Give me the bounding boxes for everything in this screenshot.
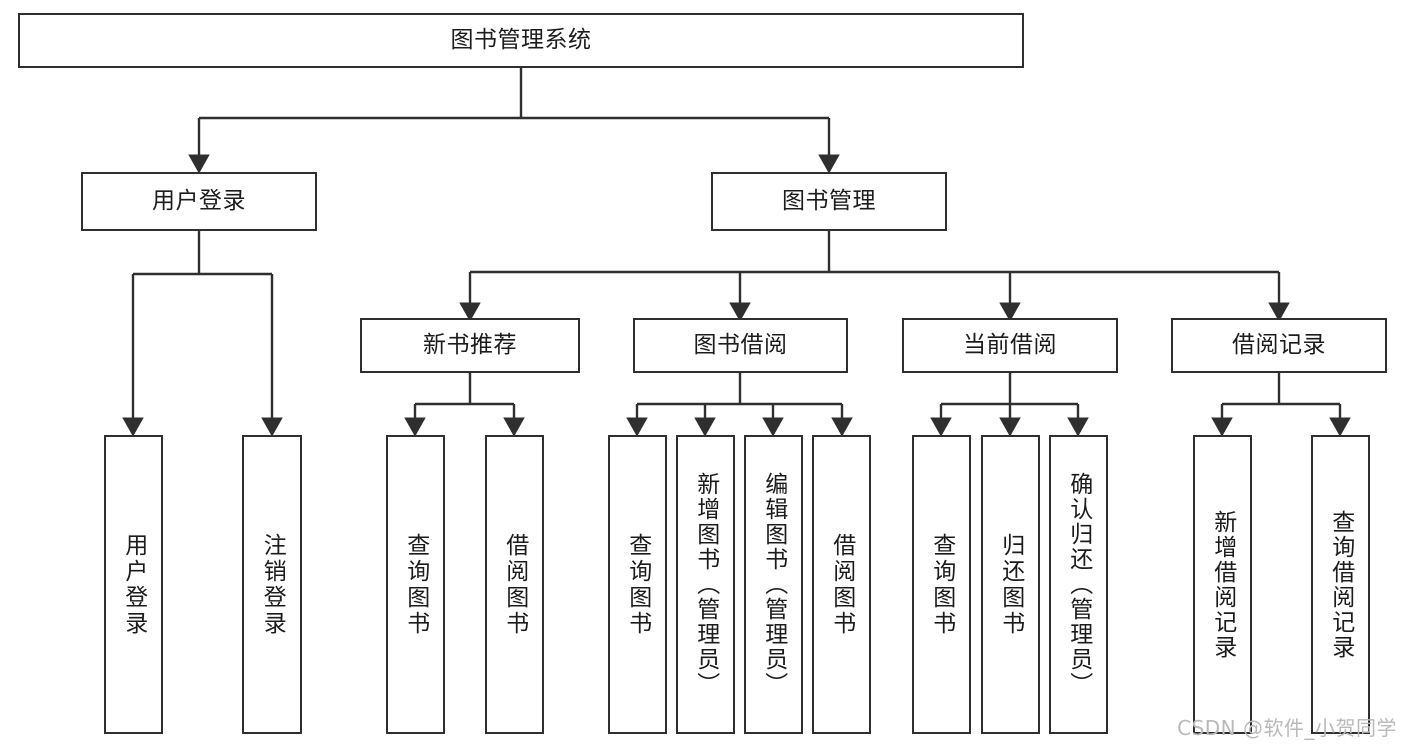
node-book-borrow-label: 图书借阅 xyxy=(693,332,788,359)
leaf-borrow-query-label: 查询图书 xyxy=(624,532,651,637)
node-current-borrow[interactable]: 当前借阅 xyxy=(902,318,1118,373)
leaf-newbook-borrow[interactable]: 借阅图书 xyxy=(485,435,544,734)
leaf-newbook-query-label: 查询图书 xyxy=(402,532,429,637)
leaf-newbook-query[interactable]: 查询图书 xyxy=(386,435,445,734)
node-root-label: 图书管理系统 xyxy=(450,27,592,54)
leaf-current-return[interactable]: 归还图书 xyxy=(981,435,1040,734)
watermark: CSDN @软件_小贺同学 xyxy=(1177,716,1397,740)
leaf-borrow-query[interactable]: 查询图书 xyxy=(608,435,667,734)
leaf-record-query-label: 查询借阅记录 xyxy=(1327,509,1354,660)
node-user-login[interactable]: 用户登录 xyxy=(81,172,317,231)
leaf-current-confirm-label: 确认归还（管理员） xyxy=(1065,472,1092,697)
leaf-user-logout-label: 注销登录 xyxy=(259,532,286,637)
leaf-current-query-label: 查询图书 xyxy=(928,532,955,637)
node-book-management[interactable]: 图书管理 xyxy=(711,172,947,231)
leaf-current-confirm[interactable]: 确认归还（管理员） xyxy=(1049,435,1108,734)
leaf-current-return-label: 归还图书 xyxy=(997,532,1024,637)
node-user-login-label: 用户登录 xyxy=(152,188,246,215)
leaf-user-logout[interactable]: 注销登录 xyxy=(242,435,302,734)
leaf-record-add[interactable]: 新增借阅记录 xyxy=(1193,435,1252,734)
leaf-user-login-label: 用户登录 xyxy=(120,532,147,637)
leaf-borrow-lend[interactable]: 借阅图书 xyxy=(812,435,871,734)
node-new-book-recommend[interactable]: 新书推荐 xyxy=(360,318,580,373)
leaf-user-login[interactable]: 用户登录 xyxy=(104,435,163,734)
node-new-book-recommend-label: 新书推荐 xyxy=(423,332,517,359)
leaf-current-query[interactable]: 查询图书 xyxy=(912,435,971,734)
node-book-management-label: 图书管理 xyxy=(782,188,876,215)
leaf-newbook-borrow-label: 借阅图书 xyxy=(501,532,528,637)
node-borrow-record-label: 借阅记录 xyxy=(1232,332,1326,359)
leaf-borrow-lend-label: 借阅图书 xyxy=(828,532,855,637)
leaf-borrow-add-label: 新增图书（管理员） xyxy=(692,472,719,697)
node-borrow-record[interactable]: 借阅记录 xyxy=(1171,318,1387,373)
node-root[interactable]: 图书管理系统 xyxy=(18,13,1024,68)
leaf-borrow-edit-label: 编辑图书（管理员） xyxy=(760,472,787,697)
leaf-borrow-add[interactable]: 新增图书（管理员） xyxy=(676,435,735,734)
node-book-borrow[interactable]: 图书借阅 xyxy=(633,318,848,373)
leaf-borrow-edit[interactable]: 编辑图书（管理员） xyxy=(744,435,803,734)
leaf-record-add-label: 新增借阅记录 xyxy=(1209,509,1236,660)
node-current-borrow-label: 当前借阅 xyxy=(963,332,1057,359)
leaf-record-query[interactable]: 查询借阅记录 xyxy=(1311,435,1370,734)
